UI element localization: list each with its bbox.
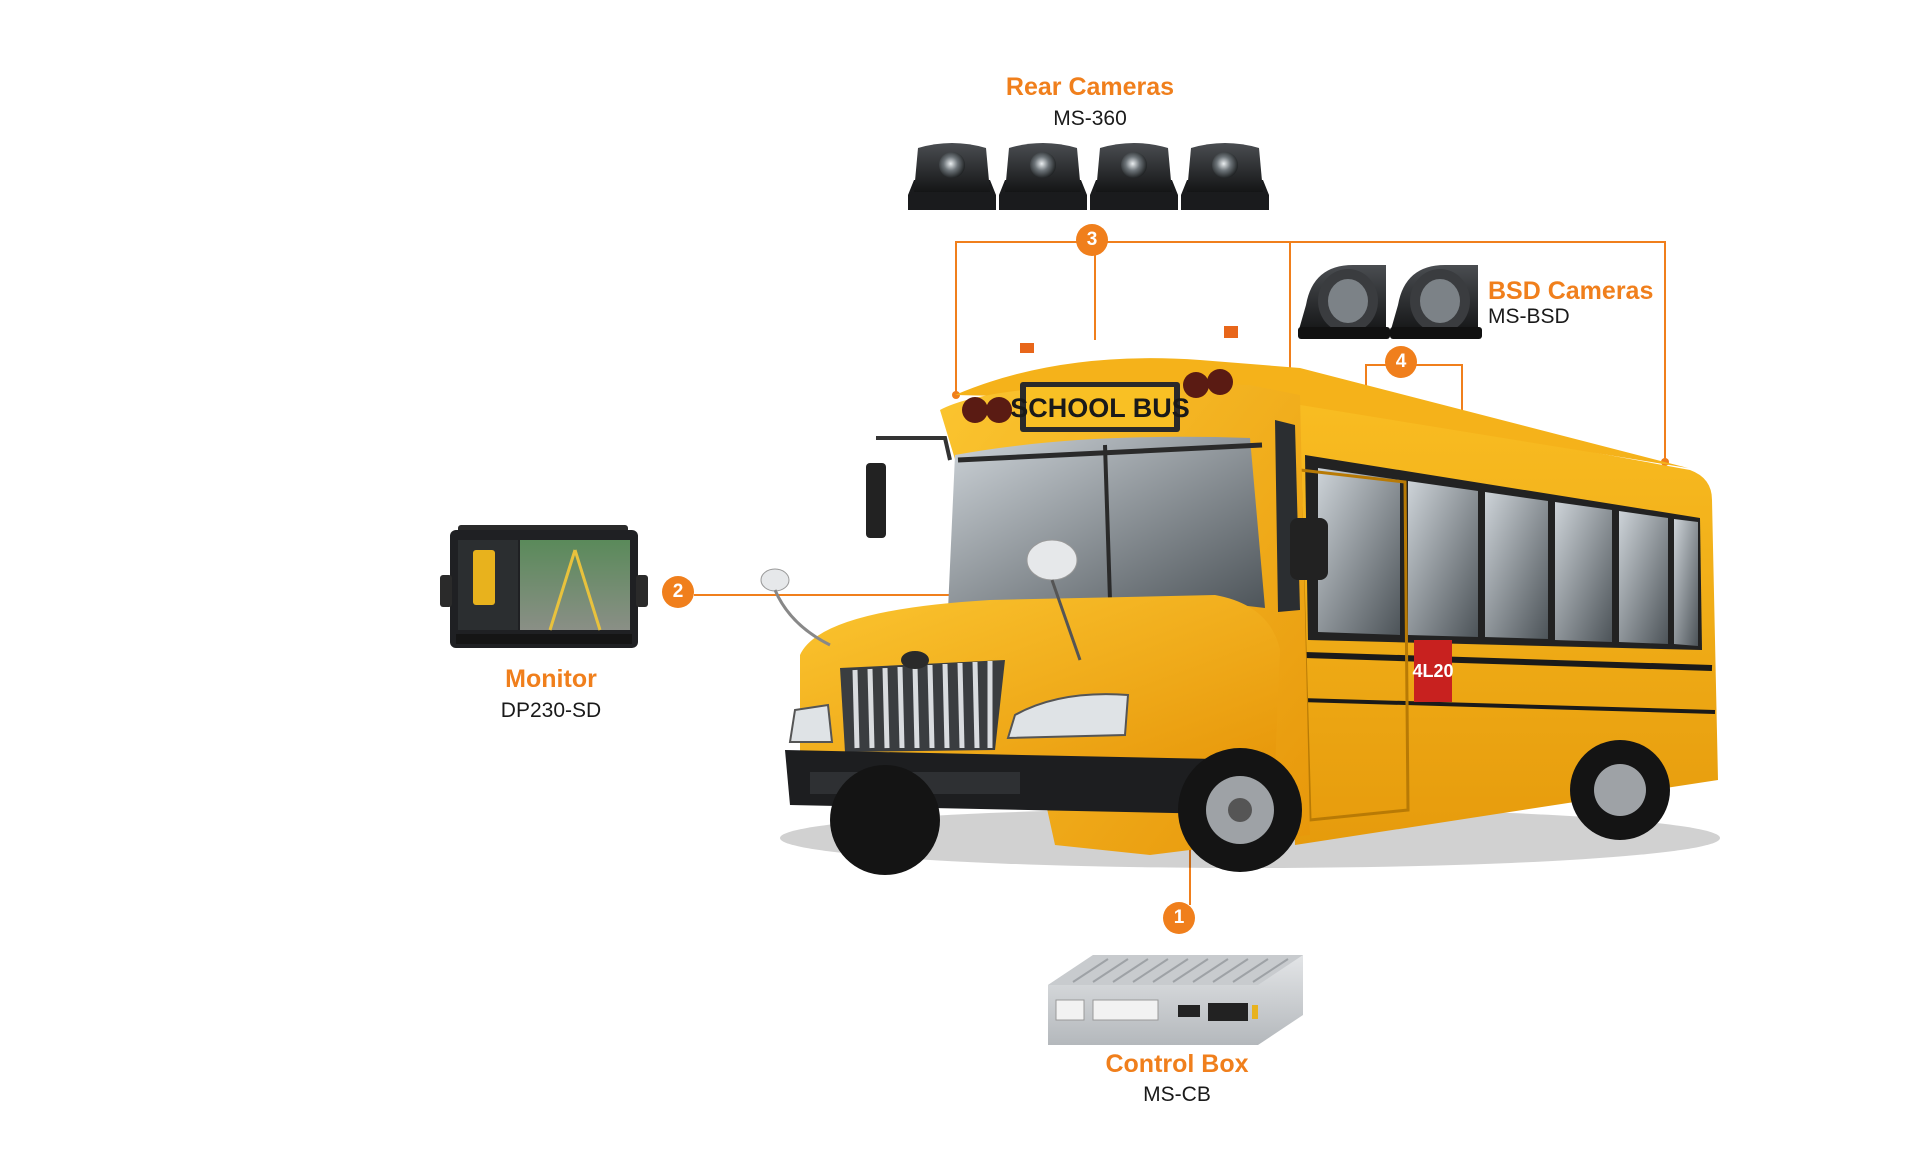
control-box-model: MS-CB — [1143, 1083, 1211, 1106]
bus-side-label: 4L20 — [1412, 661, 1453, 681]
school-bus-illustration: 4L20 SCHOOL BUS — [760, 326, 1720, 875]
control-box-icon — [1048, 955, 1303, 1045]
badge-monitor: 2 — [662, 576, 694, 608]
monitor-model: DP230-SD — [500, 699, 602, 722]
badge-rear-cameras: 3 — [1076, 224, 1108, 256]
rear-camera-line-front — [955, 241, 1092, 395]
bsd-camera-group — [1298, 265, 1482, 339]
camera-icon — [908, 143, 996, 210]
badge-bsd-cameras: 4 — [1385, 346, 1417, 378]
bus-destination-sign: SCHOOL BUS — [1010, 393, 1190, 423]
rear-cameras-title: Rear Cameras — [1005, 73, 1175, 101]
bsd-cameras-model: MS-BSD — [1488, 305, 1570, 328]
camera-icon — [1181, 143, 1269, 210]
rear-camera-line-right — [955, 241, 1666, 462]
camera-icon — [999, 143, 1087, 210]
bsd-cameras-title: BSD Cameras — [1488, 277, 1654, 305]
rear-camera-group — [908, 143, 1269, 210]
monitor-title: Monitor — [505, 665, 597, 693]
control-box-title: Control Box — [1105, 1050, 1249, 1078]
side-camera-icon — [1390, 265, 1482, 339]
rear-cameras-model: MS-360 — [1053, 107, 1127, 130]
side-camera-icon — [1298, 265, 1390, 339]
badge-control-box: 1 — [1163, 902, 1195, 934]
monitor-icon — [440, 525, 648, 648]
camera-icon — [1090, 143, 1178, 210]
